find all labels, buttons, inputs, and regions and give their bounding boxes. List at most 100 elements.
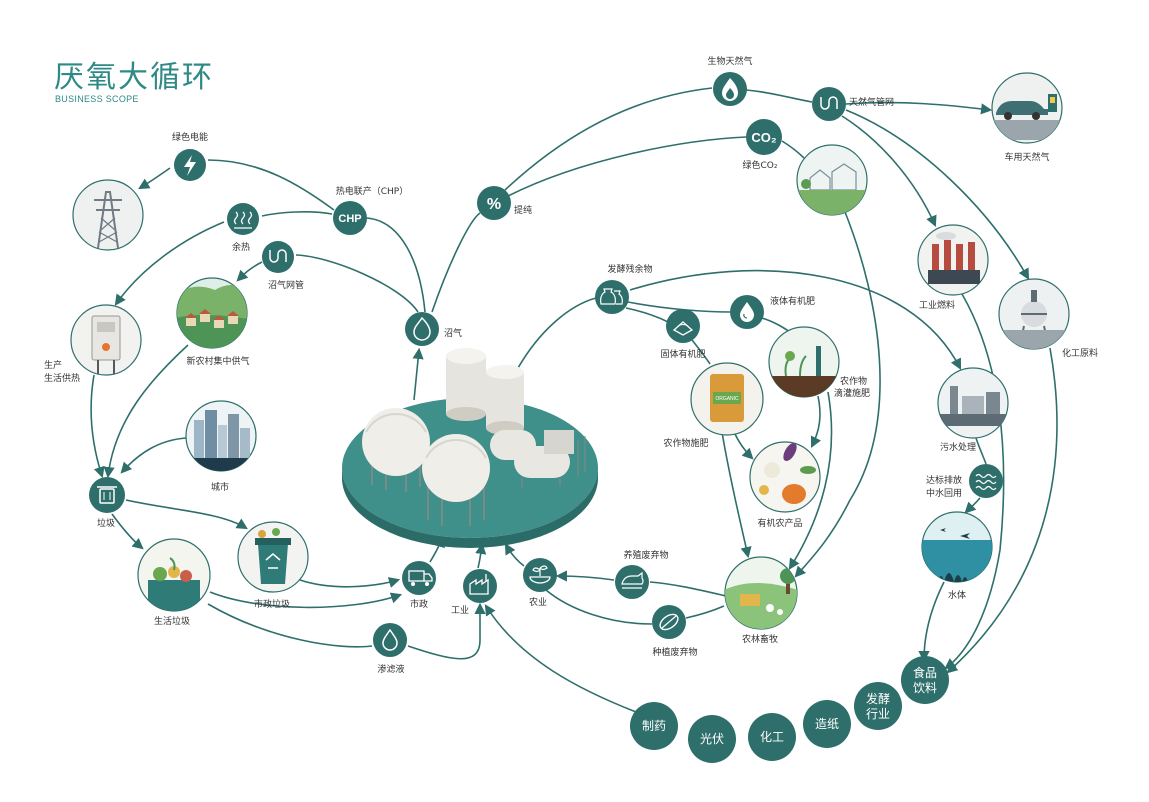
label-biogas-pipe: 沼气网管 <box>268 279 304 291</box>
sprout-icon <box>523 558 557 592</box>
lightning-icon <box>174 149 206 181</box>
industry-label: 光伏 <box>700 732 724 746</box>
label-reclaimed-2: 中水回用 <box>926 487 962 499</box>
label-agro-forestry: 农林畜牧 <box>742 633 778 645</box>
label-municipal: 市政 <box>410 598 428 610</box>
industry-node-paper: 造纸 <box>803 700 851 748</box>
gas-flame-icon <box>713 72 747 106</box>
industry-label: 造纸 <box>815 717 839 731</box>
industry-node-pv: 光伏 <box>688 715 736 763</box>
sewage-plant-illustration <box>937 367 1009 439</box>
anaerobic-plant-illustration <box>342 348 598 548</box>
industry-node-chemical: 化工 <box>748 713 796 761</box>
label-biogas: 沼气 <box>444 327 462 339</box>
trash-bin-icon <box>89 477 125 513</box>
power-plant-illustration <box>917 224 989 296</box>
label-crop-drip-1: 农作物 <box>840 375 867 387</box>
gas-pipeline-icon <box>812 87 846 121</box>
label-organic-products: 有机农产品 <box>757 517 802 529</box>
industry-label: 食品 <box>913 665 937 680</box>
label-vehicle-gas: 车用天然气 <box>1004 151 1049 163</box>
industry-nodes: 制药 光伏 化工 造纸 发酵 行业 食品 饮料 <box>630 656 949 763</box>
fertilizer-sack-icon <box>595 280 629 314</box>
water-waves-icon <box>969 464 1003 498</box>
label-production-heating-2: 生活供热 <box>44 372 80 384</box>
industry-label: 行业 <box>866 707 890 721</box>
node-labels: 绿色电能 热电联产（CHP） 余热 沼气网管 新农村集中供气 生产 生活供热 城… <box>44 55 1098 675</box>
power-tower-illustration <box>72 179 144 251</box>
industry-node-food: 食品 饮料 <box>901 656 949 704</box>
factory-icon <box>463 569 497 603</box>
label-chp: 热电联产（CHP） <box>336 185 408 197</box>
bag-label: ORGANIC <box>715 396 739 402</box>
label-solid-fertilizer: 固体有机肥 <box>660 348 705 360</box>
leaf-icon <box>652 605 686 639</box>
label-domestic-waste: 生活垃圾 <box>154 615 190 627</box>
label-livestock-waste: 养殖废弃物 <box>623 549 668 561</box>
label-city: 城市 <box>211 481 229 493</box>
label-sewage: 污水处理 <box>940 441 976 453</box>
label-liquid-fertilizer: 液体有机肥 <box>770 295 815 307</box>
domestic-waste-illustration <box>137 538 211 612</box>
label-crop-drip-2: 滴灌施肥 <box>834 387 870 399</box>
label-agriculture: 农业 <box>529 596 547 608</box>
pipe-icon <box>262 241 294 273</box>
city-illustration <box>185 400 257 472</box>
label-chemical-material: 化工原料 <box>1062 347 1098 359</box>
percent-icon: % <box>477 186 511 220</box>
chp-icon: CHP <box>333 201 367 235</box>
organic-produce-illustration <box>749 441 821 513</box>
label-purify: 提纯 <box>514 204 532 216</box>
page-subtitle: BUSINESS SCOPE <box>55 94 139 104</box>
soil-bed-icon <box>666 309 700 343</box>
flow-lines <box>90 87 1058 713</box>
label-municipal-waste: 市政垃圾 <box>254 598 290 610</box>
industry-label: 制药 <box>642 719 666 733</box>
co2-icon: CO₂ <box>746 119 782 155</box>
node-icons: CHP % <box>89 72 1003 657</box>
water-drop-icon <box>373 623 407 657</box>
label-planting-waste: 种植废弃物 <box>652 646 697 658</box>
drip-irrigation-illustration <box>768 326 840 398</box>
greenhouse-illustration <box>796 144 868 216</box>
liquid-drop-icon <box>730 295 764 329</box>
industry-label: 饮料 <box>913 681 937 695</box>
label-digestate: 发酵残余物 <box>607 263 652 275</box>
recycle-bin-illustration <box>237 521 309 593</box>
chp-icon-text: CHP <box>338 213 361 225</box>
boiler-illustration <box>70 304 142 376</box>
livestock-icon <box>615 565 649 599</box>
label-reclaimed-1: 达标排放 <box>926 474 962 486</box>
label-water-body: 水体 <box>948 589 966 601</box>
fertilizer-bag-illustration: ORGANIC <box>690 362 764 436</box>
chemical-tank-illustration <box>998 278 1070 350</box>
farm-illustration <box>724 556 798 630</box>
label-garbage: 垃圾 <box>97 517 115 529</box>
svg-text:%: % <box>487 196 501 213</box>
label-leachate: 渗滤液 <box>377 663 404 675</box>
car-illustration <box>991 72 1063 144</box>
water-body-illustration <box>921 511 993 583</box>
industry-label: 发酵 <box>866 691 890 706</box>
co2-icon-text: CO₂ <box>751 130 777 145</box>
label-rural-village: 新农村集中供气 <box>186 355 249 367</box>
label-gas-pipeline: 天然气管网 <box>849 96 894 108</box>
label-production-heating-1: 生产 <box>44 359 62 371</box>
label-green-co2: 绿色CO₂ <box>743 159 778 171</box>
industry-label: 化工 <box>760 730 784 744</box>
industry-node-fermentation: 发酵 行业 <box>854 682 902 730</box>
label-bio-natural-gas: 生物天然气 <box>707 55 752 67</box>
label-waste-heat: 余热 <box>232 241 250 253</box>
page-title: 厌氧大循环 <box>54 60 214 95</box>
heat-wave-icon <box>227 203 259 235</box>
label-industrial-fuel: 工业燃料 <box>919 299 955 311</box>
flame-icon <box>405 312 439 346</box>
village-illustration <box>176 277 248 349</box>
garbage-truck-icon <box>402 561 436 595</box>
industry-node-pharma: 制药 <box>630 702 678 750</box>
label-green-power: 绿色电能 <box>172 131 208 143</box>
label-industry: 工业 <box>451 605 469 616</box>
illustration-circles: ORGANIC <box>70 72 1070 630</box>
